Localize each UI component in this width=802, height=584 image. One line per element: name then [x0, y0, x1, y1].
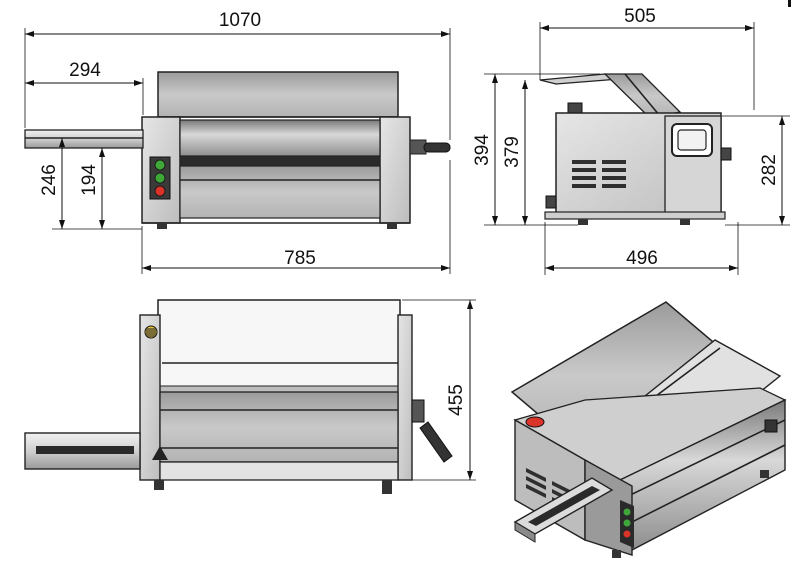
- front-foot-right: [387, 223, 397, 229]
- top-foot-left: [154, 480, 164, 490]
- front-roller-lower: [179, 165, 381, 219]
- iso-red-indicator: [623, 530, 631, 538]
- side-vents: [572, 160, 626, 188]
- front-right-housing: [379, 116, 411, 224]
- iso-green-indicator-2: [623, 519, 631, 527]
- iso-side-knob: [764, 419, 778, 433]
- dim-379: 379: [502, 136, 523, 168]
- front-dimensions: 1070 294 246 194 785: [24, 10, 451, 274]
- top-bottom-plate: [159, 461, 399, 481]
- iso-green-indicator-1: [623, 508, 631, 516]
- dim-505: 505: [624, 6, 656, 27]
- green-indicator-1: [154, 159, 166, 171]
- iso-feed-tray-side: [514, 521, 536, 543]
- front-foot-left: [157, 223, 167, 229]
- front-roller-slot: [179, 155, 381, 167]
- side-knob-right: [720, 147, 732, 161]
- top-handle-grip: [419, 421, 453, 463]
- top-dimensions: 455: [402, 299, 476, 481]
- dim-455: 455: [446, 384, 467, 416]
- side-dimensions: 505 394 379 282 496: [472, 6, 790, 275]
- iso-red-knob: [525, 416, 545, 428]
- dim-1070: 1070: [219, 10, 261, 31]
- dim-282: 282: [759, 154, 780, 186]
- iso-foot-1: [612, 550, 621, 558]
- side-view: [539, 73, 732, 225]
- corner-mark: [788, 0, 791, 7]
- dim-785: 785: [284, 248, 316, 269]
- top-cover: [157, 299, 401, 393]
- top-cover-edge: [157, 385, 401, 393]
- front-handle-grip: [423, 142, 451, 153]
- front-top-cover: [157, 71, 399, 118]
- dim-246: 246: [39, 164, 60, 196]
- top-warning-triangle: [152, 446, 168, 460]
- side-knob-left: [545, 195, 557, 209]
- side-base: [544, 211, 726, 220]
- side-window-inner: [677, 129, 707, 151]
- dim-294: 294: [69, 60, 101, 81]
- front-view: [24, 71, 451, 229]
- top-foot-right: [382, 480, 392, 494]
- iso-feed-slot: [528, 486, 600, 526]
- dim-394: 394: [472, 134, 493, 166]
- top-right-column: [397, 314, 413, 481]
- top-knob-dark: [146, 328, 156, 337]
- side-foot-2: [680, 219, 690, 225]
- green-indicator-2: [154, 172, 166, 184]
- side-top-knob: [567, 102, 583, 114]
- top-view: [24, 299, 453, 494]
- red-indicator: [154, 185, 166, 197]
- front-feed-tray: [24, 129, 144, 149]
- top-roller-area: [159, 391, 399, 463]
- top-handle-base: [411, 399, 425, 423]
- front-roller-upper: [179, 119, 381, 157]
- side-foot-1: [578, 219, 588, 225]
- dim-496: 496: [626, 248, 658, 269]
- top-feed-slot: [36, 446, 134, 454]
- iso-foot-2: [760, 470, 769, 478]
- isometric-view: [510, 301, 787, 558]
- dim-194: 194: [79, 164, 100, 196]
